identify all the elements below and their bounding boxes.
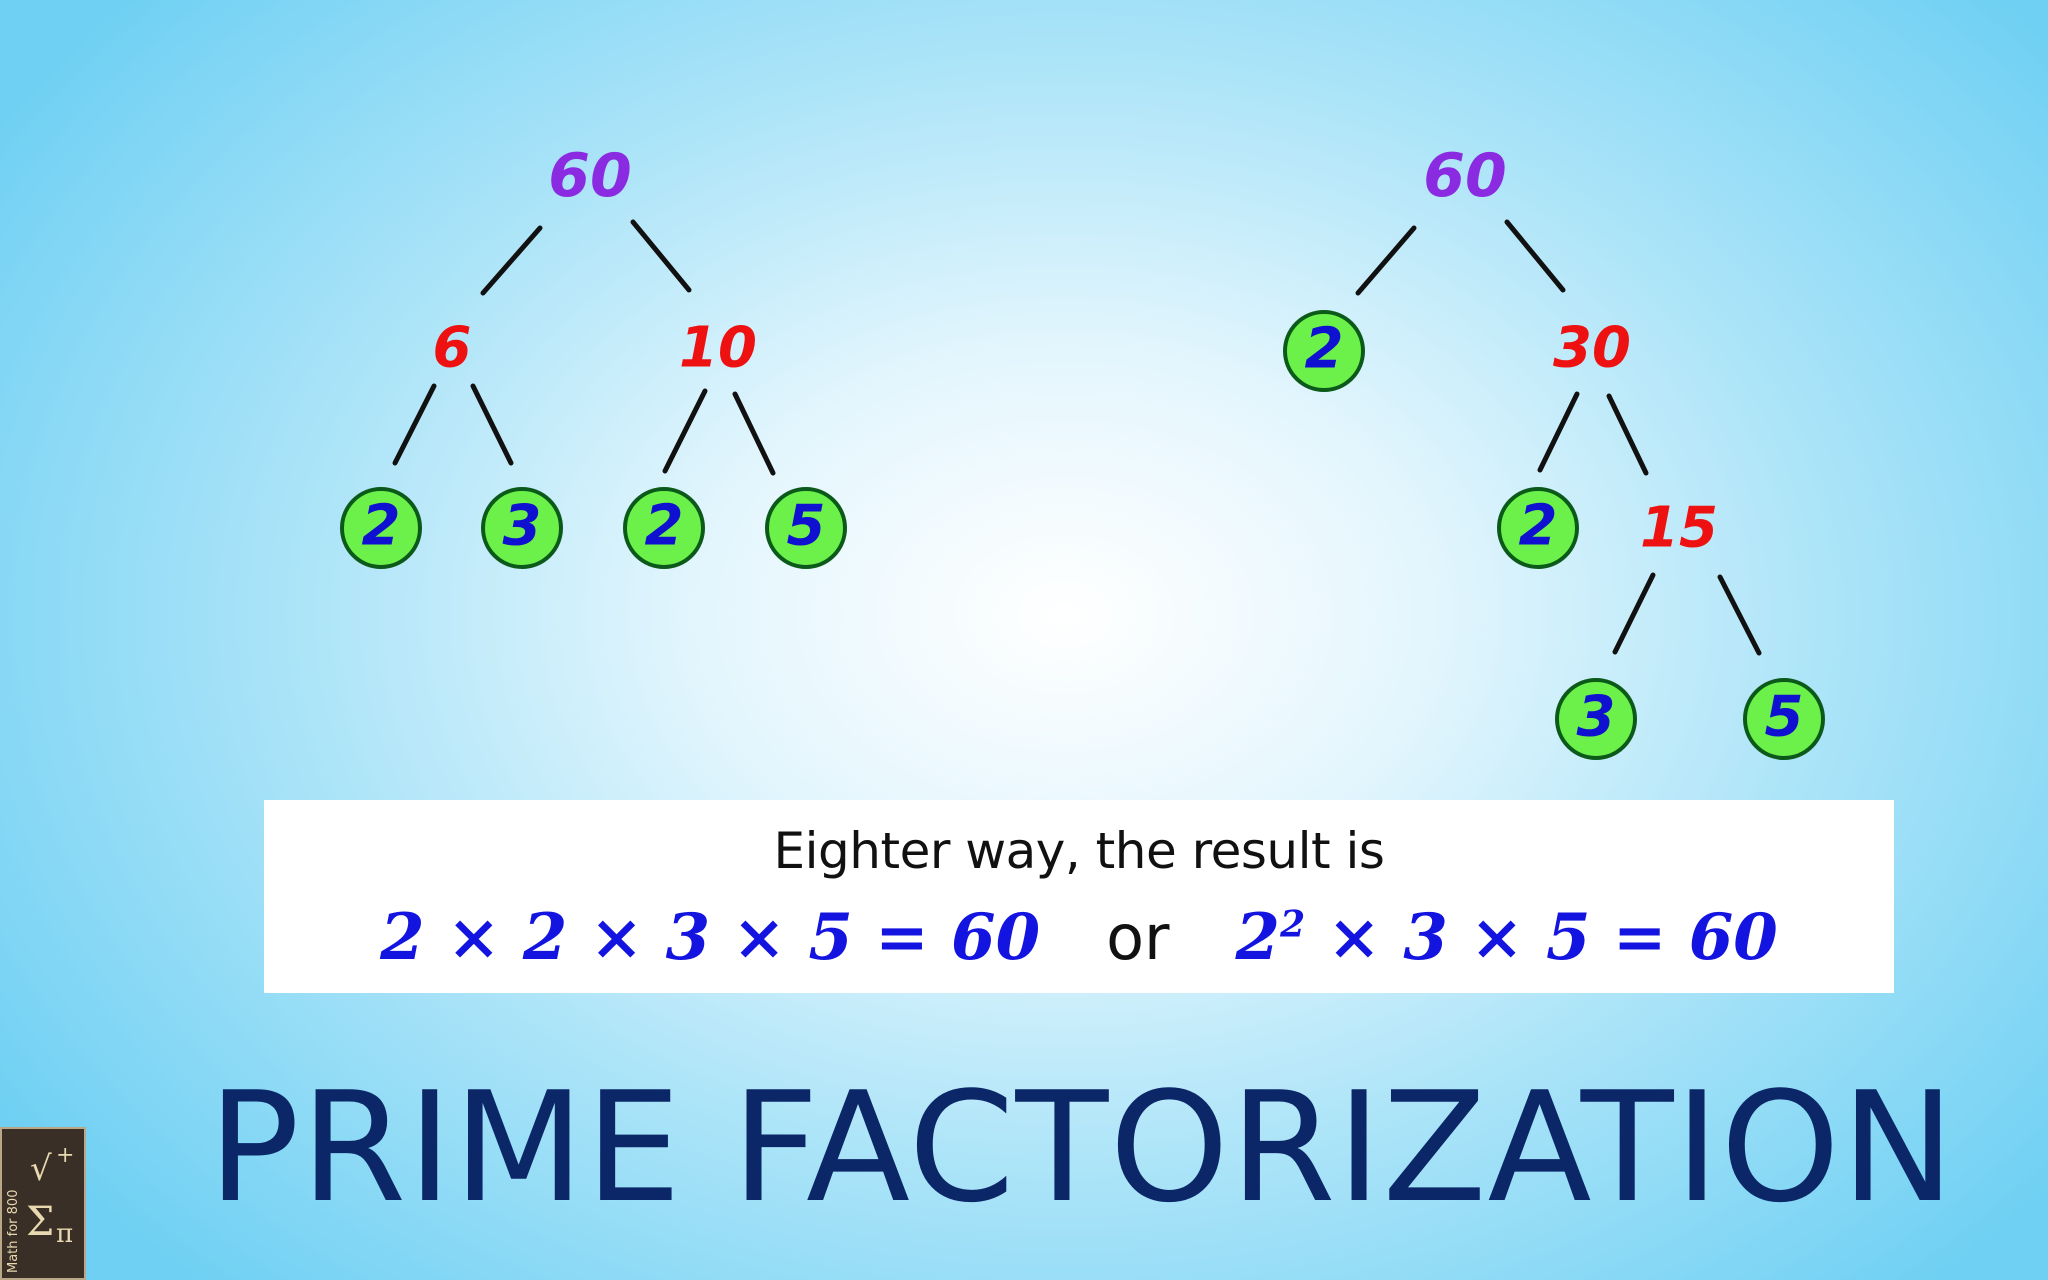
prime-circle-node: 3: [481, 487, 563, 569]
branch-line: [1717, 574, 1762, 656]
right-factor-30: 30: [1553, 316, 1631, 381]
prime-circle-node: 2: [1283, 310, 1365, 392]
branch-line: [1504, 219, 1566, 293]
svg-text:2: 2: [1519, 494, 1558, 559]
result-caption: Eighter way, the result is: [773, 822, 1385, 880]
branch-line: [392, 383, 437, 466]
branch-line: [1606, 393, 1649, 476]
left-factor-tree: 60 6 10 2 3 2 5: [340, 141, 847, 569]
svg-text:2: 2: [1305, 317, 1344, 382]
branch-line: [1355, 225, 1417, 296]
equation-exponent: 2: [1280, 903, 1306, 946]
prime-circle-node: 5: [765, 487, 847, 569]
result-equations: 2 × 2 × 3 × 5 = 60 or 22 × 3 × 5 = 60: [264, 900, 1894, 975]
svg-text:2: 2: [645, 494, 684, 559]
equation-rest: × 3 × 5 = 60: [1327, 900, 1778, 975]
result-box: Eighter way, the result is 2 × 2 × 3 × 5…: [264, 800, 1894, 993]
equation-exponent-form: 22 × 3 × 5 = 60: [1236, 900, 1778, 975]
logo-pi-glyph: π: [56, 1219, 74, 1249]
factor-trees-diagram: 60 6 10 2 3 2 5 60 2 30: [340, 141, 1825, 760]
equation-expanded: 2 × 2 × 3 × 5 = 60: [380, 900, 1041, 975]
svg-text:3: 3: [1577, 685, 1616, 750]
logo-text: Math for 800: [6, 1189, 21, 1273]
or-word: or: [1106, 901, 1170, 974]
branch-line: [1537, 391, 1580, 473]
page-title: PRIME FACTORIZATION: [208, 1059, 1956, 1236]
right-factor-15: 15: [1640, 496, 1718, 561]
prime-circle-node: 2: [623, 487, 705, 569]
svg-text:3: 3: [503, 494, 542, 559]
channel-logo: Math for 800 √ + Σ π: [0, 1127, 86, 1280]
branch-line: [630, 219, 692, 293]
prime-circle-node: 5: [1743, 678, 1825, 760]
logo-square-root-glyph: √: [30, 1149, 52, 1189]
prime-circle-node: 2: [340, 487, 422, 569]
prime-circle-node: 3: [1555, 678, 1637, 760]
branch-line: [470, 383, 514, 466]
svg-text:2: 2: [362, 494, 401, 559]
branch-line: [480, 225, 543, 296]
branch-line: [732, 391, 776, 476]
left-root-number: 60: [548, 141, 632, 211]
svg-text:5: 5: [1765, 685, 1804, 750]
svg-text:5: 5: [787, 494, 826, 559]
logo-plus-glyph: +: [56, 1143, 75, 1168]
branch-line: [662, 388, 708, 474]
left-factor-6: 6: [433, 316, 472, 381]
branch-line: [1612, 572, 1656, 655]
right-factor-tree: 60 2 30 2 15 3 5: [1283, 141, 1825, 760]
left-factor-10: 10: [679, 316, 757, 381]
logo-sigma-glyph: Σ: [26, 1199, 55, 1245]
right-root-number: 60: [1423, 141, 1507, 211]
equation-base: 2: [1235, 900, 1281, 975]
prime-circle-node: 2: [1497, 487, 1579, 569]
